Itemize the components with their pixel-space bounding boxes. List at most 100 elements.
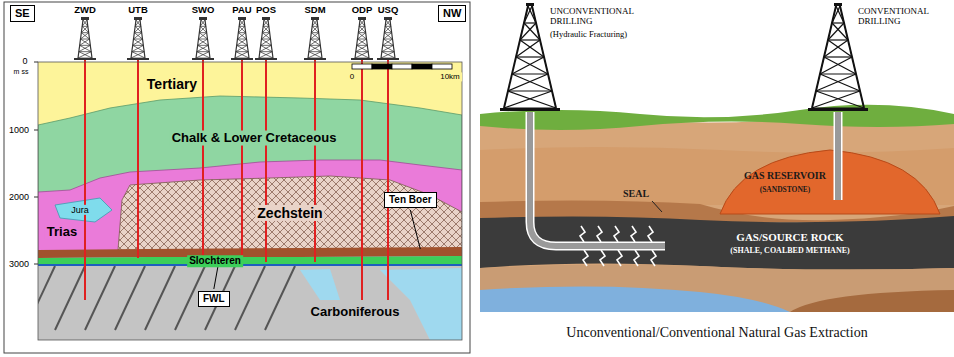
fracture — [634, 250, 639, 266]
rig-brace — [357, 39, 367, 45]
well-path — [265, 60, 267, 262]
tertiary-layer — [38, 62, 462, 340]
well-name: UTB — [128, 5, 148, 16]
rig-rung — [197, 51, 209, 52]
rig-floor — [127, 58, 149, 60]
fracture — [600, 250, 605, 266]
rig-brace — [384, 39, 394, 45]
rig-brace — [508, 91, 556, 108]
rig-brace — [308, 52, 321, 58]
rig-brace — [238, 26, 245, 32]
rig-rung — [384, 39, 393, 40]
rig-brace — [262, 33, 270, 39]
rig-brace — [836, 6, 844, 23]
rig-brace — [239, 26, 246, 32]
extraction-illustration — [480, 3, 954, 312]
callout-text: FWL — [203, 293, 225, 304]
rig-brace — [311, 26, 318, 32]
depth-value: 2000 — [9, 192, 29, 202]
rig-brace — [201, 20, 206, 26]
callout-text: SE — [15, 7, 30, 19]
rig-brace — [359, 26, 366, 32]
rig-rung — [356, 51, 368, 52]
rig-brace — [832, 6, 840, 23]
rig-crown — [526, 3, 534, 6]
panel-frame — [4, 2, 470, 353]
rig-brace — [358, 39, 368, 45]
rig-label: (Hydraulic Fracturing) — [550, 30, 627, 40]
rig-crown — [834, 3, 842, 6]
callout-text: Ten Boer — [389, 194, 432, 205]
chalk-layer — [38, 96, 462, 340]
drilling-rig — [127, 17, 149, 60]
rig-brace — [309, 45, 321, 51]
rig-brace — [239, 20, 244, 26]
rig-rung — [133, 45, 144, 46]
rig-brace — [197, 52, 210, 58]
rig-brace — [358, 33, 366, 39]
fracture — [648, 226, 653, 242]
rig-rung — [309, 51, 321, 52]
plot-border — [38, 62, 462, 340]
drilling-rig — [351, 17, 373, 60]
rig-brace — [382, 52, 395, 58]
well-casing — [835, 112, 841, 200]
rig-brace — [263, 20, 268, 26]
rig-brace — [820, 74, 860, 91]
rig-brace — [832, 23, 848, 40]
rig-brace — [384, 26, 391, 32]
rig-brace — [360, 20, 365, 26]
depth-tick — [34, 62, 38, 63]
rig-rung — [382, 51, 394, 52]
rig-brace — [261, 39, 271, 45]
rig-floor — [255, 58, 277, 60]
rig-rung — [524, 22, 536, 23]
rig-rung — [261, 45, 272, 46]
depth-tick — [34, 197, 38, 198]
rig-rung — [238, 39, 247, 40]
rig-brace — [312, 26, 319, 32]
rig-brace — [238, 33, 246, 39]
zechstein-layer — [118, 176, 462, 250]
rig-brace — [520, 40, 544, 57]
rig-rung — [134, 39, 143, 40]
rig-rung — [81, 32, 88, 33]
rig-brace — [78, 52, 91, 58]
fracture — [651, 250, 656, 266]
rig-brace — [79, 45, 91, 51]
rig-brace — [311, 33, 319, 39]
rig-rung — [816, 90, 860, 91]
rig-crown — [199, 17, 207, 20]
drilling-rig — [377, 17, 399, 60]
rig-brace — [816, 74, 856, 91]
rig-rung — [198, 45, 209, 46]
rig-rung — [832, 22, 844, 23]
ten-boer-layer — [38, 247, 462, 258]
scale-value: 0 — [348, 72, 356, 81]
rig-brace — [199, 33, 207, 39]
rig-brace — [197, 45, 209, 51]
rig-brace — [237, 45, 249, 51]
layer-name: Carboniferous — [309, 305, 402, 320]
rig-brace — [131, 52, 144, 58]
rig-brace — [824, 40, 848, 57]
well-path — [84, 60, 86, 300]
water-layer — [480, 286, 790, 312]
layer-name: (SHALE, COALBED METHANE) — [730, 246, 849, 255]
slochteren-layer — [38, 256, 462, 266]
fracture — [583, 250, 588, 266]
soil-layer — [480, 114, 954, 312]
well-path — [137, 60, 139, 258]
rig-brace — [504, 91, 552, 108]
well-name: ZWD — [74, 5, 96, 16]
rig-rung — [262, 39, 271, 40]
depth-value: 3000 — [9, 259, 29, 269]
layer-name: (SANDSTONE) — [760, 186, 811, 195]
well-name: POS — [256, 5, 276, 16]
rig-brace — [198, 39, 208, 45]
well-name: ODP — [352, 5, 373, 16]
callout-box: Ten Boer — [384, 192, 437, 208]
rig-brace — [359, 20, 364, 26]
rig-brace — [200, 26, 207, 32]
